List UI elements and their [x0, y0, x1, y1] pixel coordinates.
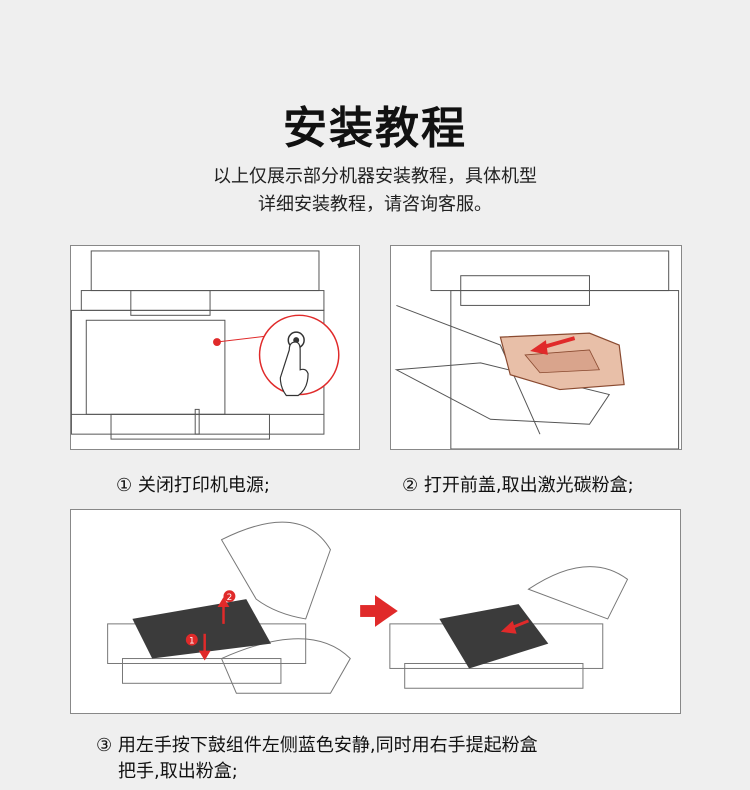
- step-1-caption: ① 关闭打印机电源;: [116, 475, 270, 496]
- page-title: 安装教程: [283, 103, 467, 154]
- red-arrow-icon: [500, 619, 530, 634]
- step-3-caption-line-2: 把手,取出粉盒;: [118, 761, 238, 782]
- subtitle-line-1: 以上仅展示部分机器安装教程，具体机型: [213, 166, 537, 187]
- marker-2: 2: [217, 590, 236, 624]
- power-button-icon: [213, 314, 340, 397]
- red-arrow-icon: [360, 595, 398, 627]
- step-3-caption-line-1: ③ 用左手按下鼓组件左侧蓝色安静,同时用右手提起粉盒: [96, 735, 538, 756]
- toner-removal-illustration: 2 1: [107, 521, 629, 694]
- svg-text:1: 1: [189, 637, 195, 647]
- svg-text:2: 2: [227, 593, 233, 603]
- step-1-illustration: [70, 245, 360, 450]
- marker-1: 1: [185, 633, 211, 661]
- subtitle-line-2: 详细安装教程，请咨询客服。: [258, 194, 492, 215]
- step-3-caption: ③ 用左手按下鼓组件左侧蓝色安静,同时用右手提起粉盒 把手,取出粉盒;: [96, 733, 538, 785]
- toner-cartridge: [499, 332, 625, 391]
- printer-power-illustration: [71, 250, 340, 440]
- step-2-illustration: [390, 245, 682, 450]
- step-2-caption: ② 打开前盖,取出激光碳粉盒;: [402, 475, 634, 496]
- printer-front-cover-illustration: [394, 250, 680, 449]
- page-subtitle: 以上仅展示部分机器安装教程，具体机型 详细安装教程，请咨询客服。: [0, 163, 750, 219]
- step-3-illustration: 2 1: [70, 509, 681, 714]
- red-arrow-icon: [530, 336, 576, 355]
